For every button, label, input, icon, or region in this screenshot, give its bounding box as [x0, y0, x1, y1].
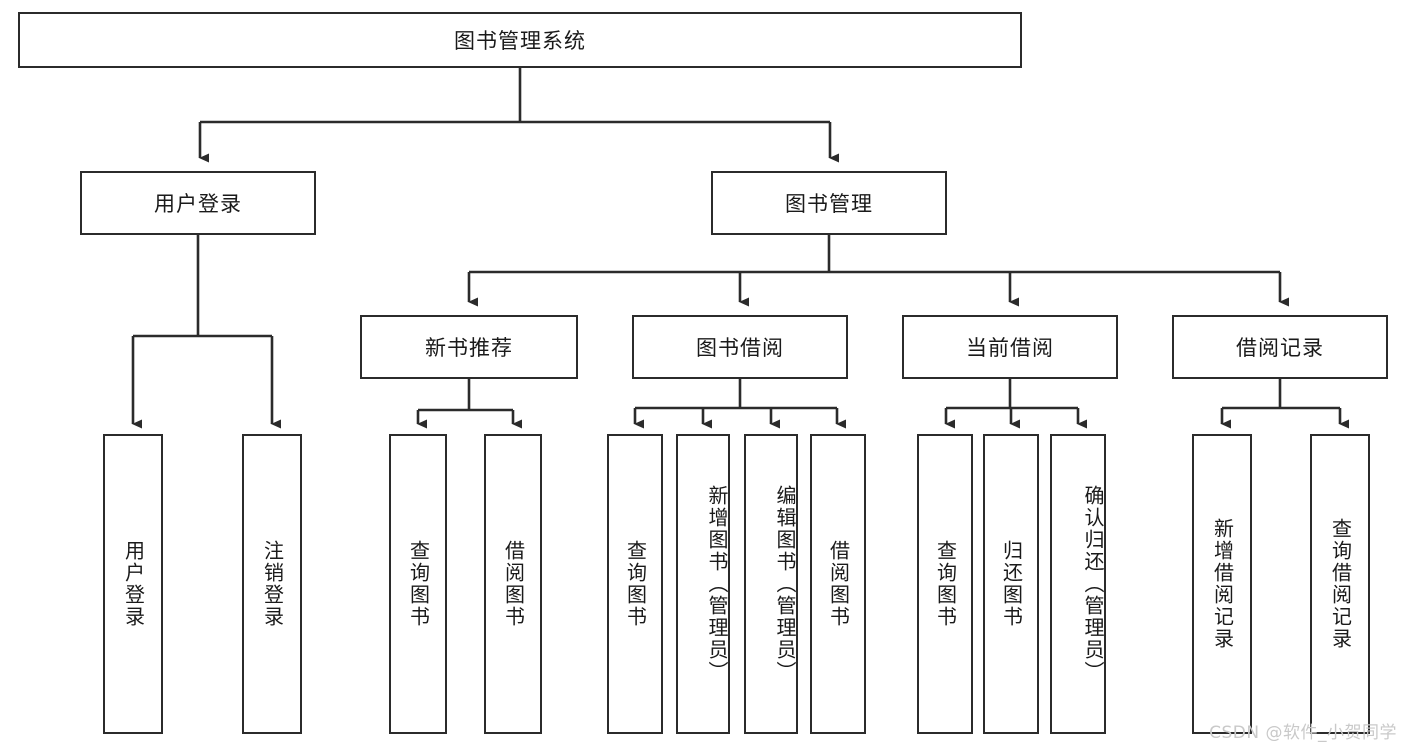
node-label: 新增图书（管理员）: [705, 485, 729, 683]
node-root-book-management-system[interactable]: 图书管理系统: [18, 12, 1022, 68]
node-borrow-record[interactable]: 借阅记录: [1172, 315, 1388, 379]
leaf-logout-login[interactable]: 注销登录: [242, 434, 302, 734]
node-label: 注销登录: [260, 540, 285, 628]
node-book-management[interactable]: 图书管理: [711, 171, 947, 235]
leaf-user-login[interactable]: 用户登录: [103, 434, 163, 734]
node-label: 编辑图书（管理员）: [773, 485, 797, 683]
node-label: 新增借阅记录: [1210, 518, 1235, 650]
node-label: 查询图书: [623, 540, 648, 628]
node-label: 用户登录: [154, 192, 242, 216]
node-label: 查询借阅记录: [1328, 518, 1353, 650]
node-label: 用户登录: [121, 540, 146, 628]
node-new-book-recommend[interactable]: 新书推荐: [360, 315, 578, 379]
leaf-query-book-borrow[interactable]: 查询图书: [607, 434, 663, 734]
leaf-query-book-current[interactable]: 查询图书: [917, 434, 973, 734]
node-label: 图书借阅: [696, 336, 784, 360]
leaf-add-borrow-record[interactable]: 新增借阅记录: [1192, 434, 1252, 734]
leaf-add-book-admin[interactable]: 新增图书（管理员）: [676, 434, 730, 734]
node-label: 确认归还（管理员）: [1081, 485, 1105, 683]
node-label: 借阅图书: [826, 540, 851, 628]
leaf-query-book-recommend[interactable]: 查询图书: [389, 434, 447, 734]
leaf-edit-book-admin[interactable]: 编辑图书（管理员）: [744, 434, 798, 734]
node-book-borrow[interactable]: 图书借阅: [632, 315, 848, 379]
node-label: 借阅图书: [501, 540, 526, 628]
leaf-confirm-return-admin[interactable]: 确认归还（管理员）: [1050, 434, 1106, 734]
leaf-borrow-book[interactable]: 借阅图书: [810, 434, 866, 734]
node-label: 查询图书: [933, 540, 958, 628]
node-user-login[interactable]: 用户登录: [80, 171, 316, 235]
node-label: 借阅记录: [1236, 336, 1324, 360]
leaf-query-borrow-record[interactable]: 查询借阅记录: [1310, 434, 1370, 734]
node-label: 图书管理系统: [454, 29, 586, 53]
watermark-text: CSDN @软件_小贺同学: [1209, 723, 1397, 743]
node-label: 图书管理: [785, 192, 873, 216]
leaf-return-book[interactable]: 归还图书: [983, 434, 1039, 734]
node-current-borrow[interactable]: 当前借阅: [902, 315, 1118, 379]
node-label: 查询图书: [406, 540, 431, 628]
leaf-borrow-book-recommend[interactable]: 借阅图书: [484, 434, 542, 734]
node-label: 当前借阅: [966, 336, 1054, 360]
node-label: 新书推荐: [425, 336, 513, 360]
node-label: 归还图书: [999, 540, 1024, 628]
